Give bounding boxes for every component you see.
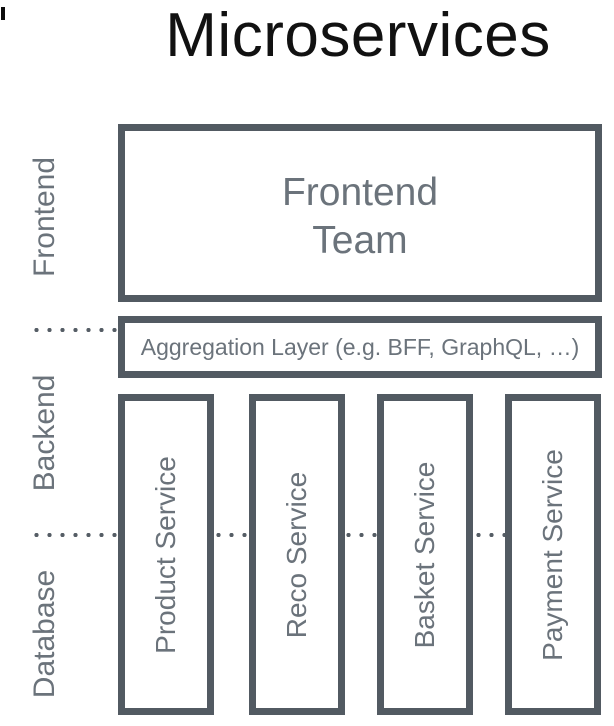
frontend-team-label: Frontend Team bbox=[281, 171, 439, 262]
layer-label-backend: Backend bbox=[28, 374, 61, 492]
diagram-title: Microservices bbox=[165, 1, 551, 70]
corner-artifact-mark bbox=[1, 7, 5, 20]
service-label-basket: Basket Service bbox=[409, 461, 440, 648]
service-label-payment: Payment Service bbox=[537, 448, 568, 661]
service-label-reco: Reco Service bbox=[281, 471, 312, 638]
service-box-product: Product Service bbox=[118, 394, 214, 715]
aggregation-layer-label: Aggregation Layer (e.g. BFF, GraphQL, …) bbox=[140, 333, 580, 360]
service-box-reco: Reco Service bbox=[249, 394, 345, 715]
service-label-product: Product Service bbox=[150, 455, 181, 654]
service-box-basket: Basket Service bbox=[377, 394, 473, 715]
layer-label-frontend: Frontend bbox=[28, 156, 61, 278]
service-box-payment: Payment Service bbox=[505, 394, 601, 715]
layer-label-database: Database bbox=[28, 569, 61, 699]
aggregation-layer-box: Aggregation Layer (e.g. BFF, GraphQL, …) bbox=[118, 316, 602, 378]
frontend-team-box: Frontend Team bbox=[118, 124, 602, 302]
